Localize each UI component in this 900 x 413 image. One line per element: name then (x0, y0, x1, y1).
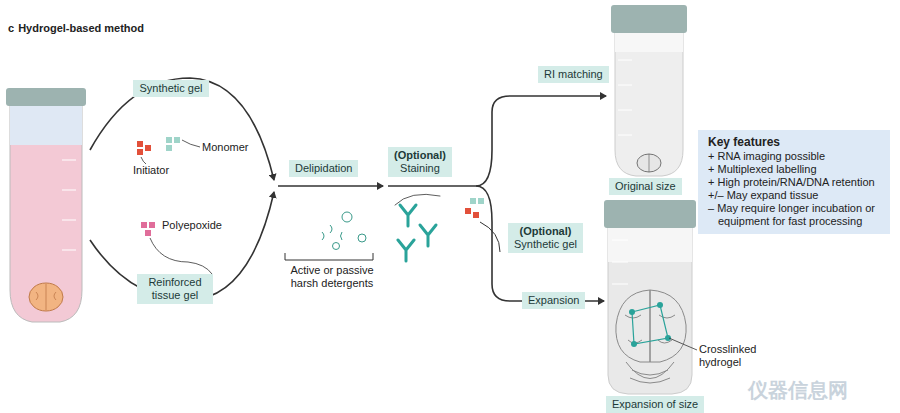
molecules (137, 137, 484, 274)
step-label-box: Expansion (522, 292, 585, 309)
box-text: Expansion of size (612, 398, 698, 411)
step-label-box: Reinforced tissue gel (137, 274, 213, 304)
box-text: Expansion (528, 294, 579, 307)
step-label-box: Expansion of size (606, 396, 704, 413)
box-text: Delipidation (295, 162, 352, 175)
part-label: Initiator (133, 164, 169, 177)
bracket (285, 253, 373, 260)
tube-original (611, 5, 687, 176)
note: Active or passive harsh detergents (289, 264, 375, 290)
antibodies (395, 194, 440, 261)
box-text: Original size (615, 180, 676, 193)
box-text: (Optional) (514, 225, 577, 238)
feature-item: + RNA imaging possible (708, 150, 880, 163)
box-text: Reinforced tissue gel (143, 276, 207, 302)
feature-item: + High protein/RNA/DNA retention (708, 176, 880, 189)
box-text: (Optional) (394, 149, 446, 162)
tube-left (6, 88, 86, 322)
watermark: 仪器信息网 (748, 378, 848, 402)
box-text: Synthetic gel (514, 238, 577, 251)
box-heading: Key features (708, 136, 880, 149)
feature-item: – May require longer incubation or equip… (708, 202, 880, 228)
step-label-box: (Optional)Synthetic gel (508, 223, 583, 253)
step-label-box: Delipidation (289, 160, 358, 177)
diagram-title: Hydrogel-based method (18, 22, 144, 34)
step-label-box: Original size (609, 178, 682, 195)
flow-arrows (90, 78, 606, 301)
part-label: Crosslinked hydrogel (699, 343, 769, 369)
box-text: Staining (394, 162, 446, 175)
tube-expanded (604, 200, 697, 394)
key-features-box: Key features+ RNA imaging possible+ Mult… (698, 130, 890, 234)
feature-item: + Multiplexed labelling (708, 163, 880, 176)
step-label-box: RI matching (538, 66, 609, 83)
part-label: Polyepoxide (162, 219, 222, 232)
detergent-micelles (322, 212, 366, 250)
feature-item: +/– May expand tissue (708, 189, 880, 202)
box-text: RI matching (544, 68, 603, 81)
step-label-box: (Optional)Staining (388, 147, 452, 177)
box-text: Synthetic gel (139, 82, 203, 95)
panel-letter: c (8, 22, 14, 35)
part-label: Monomer (202, 141, 248, 154)
step-label-box: Synthetic gel (133, 80, 209, 97)
